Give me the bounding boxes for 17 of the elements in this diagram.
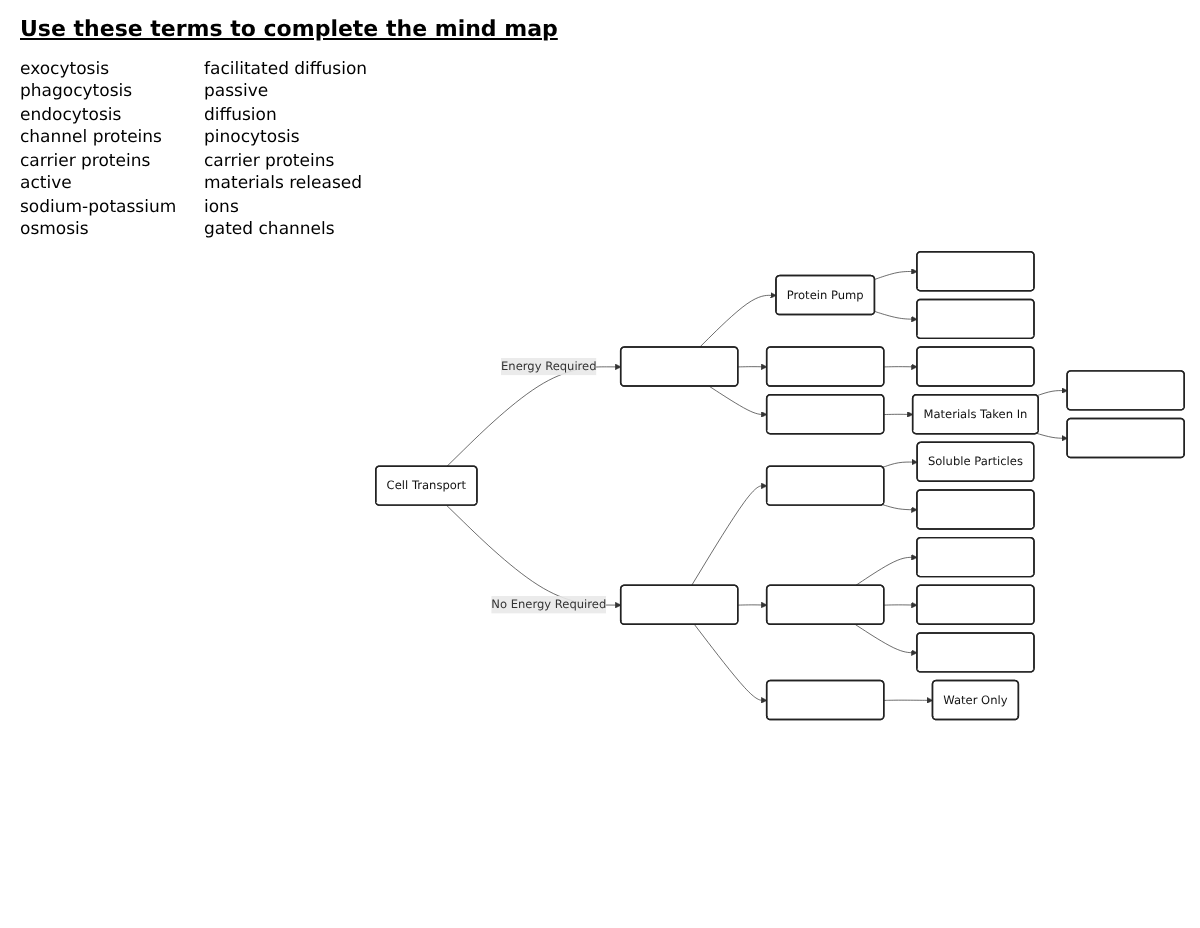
term-label: channel proteins — [20, 128, 164, 152]
term-label: ions — [204, 197, 241, 221]
term-label: sodium-potassium — [20, 197, 179, 221]
term-label: facilitated diffusion — [204, 60, 370, 83]
term-label: carrier proteins — [20, 151, 153, 175]
heading: Use these terms to complete the mind map — [20, 16, 558, 42]
term-label: gated channels — [204, 220, 337, 244]
term-label: endocytosis — [20, 105, 124, 129]
term-label: carrier proteins — [204, 151, 337, 175]
term-label: diffusion — [204, 105, 279, 129]
term-label: materials released — [204, 174, 364, 198]
term-label: exocytosis — [20, 60, 112, 83]
term-label: passive — [204, 82, 271, 106]
term-label: phagocytosis — [20, 82, 135, 106]
term-label: osmosis — [20, 220, 91, 244]
term-label: pinocytosis — [204, 128, 302, 152]
term-label: active — [20, 174, 74, 198]
